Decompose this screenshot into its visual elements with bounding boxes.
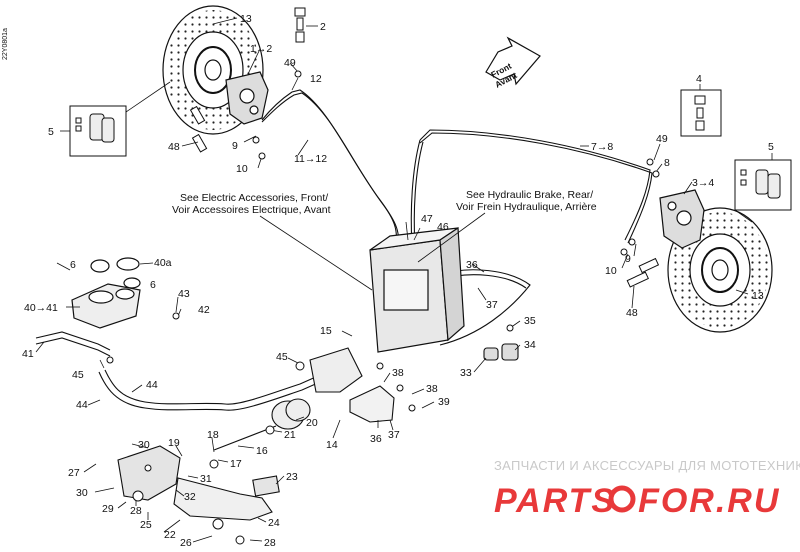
callout: 25: [140, 519, 152, 531]
callout: 46: [437, 221, 449, 233]
callout: 23: [286, 471, 298, 483]
callout: 37: [388, 429, 400, 441]
watermark-tagline: ЗАПЧАСТИ И АКСЕССУАРЫ ДЛЯ МОТОТЕХНИКИ: [494, 458, 800, 473]
callout: 43: [178, 288, 190, 300]
callout: 33: [460, 367, 472, 379]
callout: 13: [752, 290, 764, 302]
brake-hose-44: [98, 369, 321, 411]
note-leader-lines: [259, 212, 486, 291]
callout: 10: [605, 265, 617, 277]
note-front-accessories-2: Voir Accessoires Electrique, Avant: [172, 204, 331, 216]
callout: 29: [102, 503, 114, 515]
callout: 3→4: [692, 177, 714, 189]
callout: 31: [200, 473, 212, 485]
pushrod-and-boot: [213, 347, 363, 451]
callout: 6: [150, 279, 156, 291]
callout: 7→8: [591, 141, 613, 153]
callout: 6: [70, 259, 76, 271]
callout: 38: [392, 367, 404, 379]
callout-leader-lines: [35, 17, 773, 543]
callout: 2: [320, 21, 326, 33]
pedal-bracket: [349, 385, 395, 423]
callout: 21: [284, 429, 296, 441]
callout: 28: [130, 505, 142, 517]
callout: 4: [696, 73, 702, 85]
watermark-logo-part2: FOR.RU: [638, 482, 780, 520]
watermark-logo: PARTS FOR.RU: [494, 482, 780, 520]
callout: 36: [370, 433, 382, 445]
callout: 44: [146, 379, 158, 391]
callout: 45: [72, 369, 84, 381]
callout: 15: [320, 325, 332, 337]
callout: 40→41: [24, 302, 58, 314]
watermark-logo-part1: PARTS: [494, 482, 616, 520]
callout: 37: [486, 299, 498, 311]
callout: 26: [180, 537, 192, 549]
callout: 41: [22, 348, 34, 360]
callout: 8: [664, 157, 670, 169]
watermark-gear-icon: [608, 485, 636, 513]
callout: 38: [426, 383, 438, 395]
callout: 35: [524, 315, 536, 327]
callout: 20: [306, 417, 318, 429]
callout: 18: [207, 429, 219, 441]
callout: 5: [768, 141, 774, 153]
callout: 36: [466, 259, 478, 271]
callout: 45: [276, 351, 288, 363]
callout: 17: [230, 458, 242, 470]
callout-numbers: 13 2 1→2 49 12 5 48 9 10 11→12 4 7→8 49 …: [22, 13, 774, 549]
callout: 11→12: [294, 153, 327, 165]
callout: 13: [240, 13, 252, 25]
callout: 48: [626, 307, 638, 319]
callout: 27: [68, 467, 80, 479]
callout: 30: [138, 439, 150, 451]
callout: 5: [48, 126, 54, 138]
brake-pad-box-rear: [734, 159, 792, 211]
rear-caliper: [659, 189, 705, 249]
bleeder-box-rear: [680, 89, 722, 137]
callout: 40a: [154, 257, 172, 269]
callout: 48: [168, 141, 180, 153]
note-rear-brake-1: See Hydraulic Brake, Rear/: [466, 189, 593, 201]
callout: 30: [76, 487, 88, 499]
callout: 9: [232, 140, 238, 152]
callout: 19: [168, 437, 180, 449]
callout: 42: [198, 304, 210, 316]
callout: 39: [438, 396, 450, 408]
callout: 47: [421, 213, 433, 225]
callout: 49: [656, 133, 668, 145]
callout: 10: [236, 163, 248, 175]
mounting-bracket: [35, 331, 111, 357]
callout: 34: [524, 339, 536, 351]
front-caliper: [225, 71, 269, 125]
line-clip: [483, 343, 519, 361]
callout: 24: [268, 517, 280, 529]
brake-master-cylinder: [71, 257, 141, 329]
rear-caliper-bolts: [626, 257, 660, 288]
callout: 16: [256, 445, 268, 457]
hardware-fasteners: [106, 70, 660, 545]
callout: 9: [625, 253, 631, 265]
callout: 1→2: [250, 43, 272, 55]
brake-pedal-assembly: [117, 445, 280, 521]
abs-module: [369, 226, 465, 353]
bleeder-screw-front: [294, 7, 306, 43]
callout: 49: [284, 57, 296, 69]
note-front-accessories-1: See Electric Accessories, Front/: [180, 192, 328, 204]
callout: 28: [264, 537, 276, 549]
callout: 14: [326, 439, 338, 451]
diagram-id: 22Y0801a: [2, 28, 9, 60]
front-caliper-bolts: [189, 105, 208, 153]
callout: 12: [310, 73, 322, 85]
front-direction-arrow: Front Avant: [485, 36, 541, 90]
note-rear-brake-2: Voir Frein Hydraulique, Arrière: [456, 201, 597, 213]
brake-lines: [261, 89, 653, 346]
callout: 32: [184, 491, 196, 503]
brake-pad-box-front: [69, 105, 127, 157]
callout: 22: [164, 529, 176, 541]
callout: 44: [76, 399, 88, 411]
